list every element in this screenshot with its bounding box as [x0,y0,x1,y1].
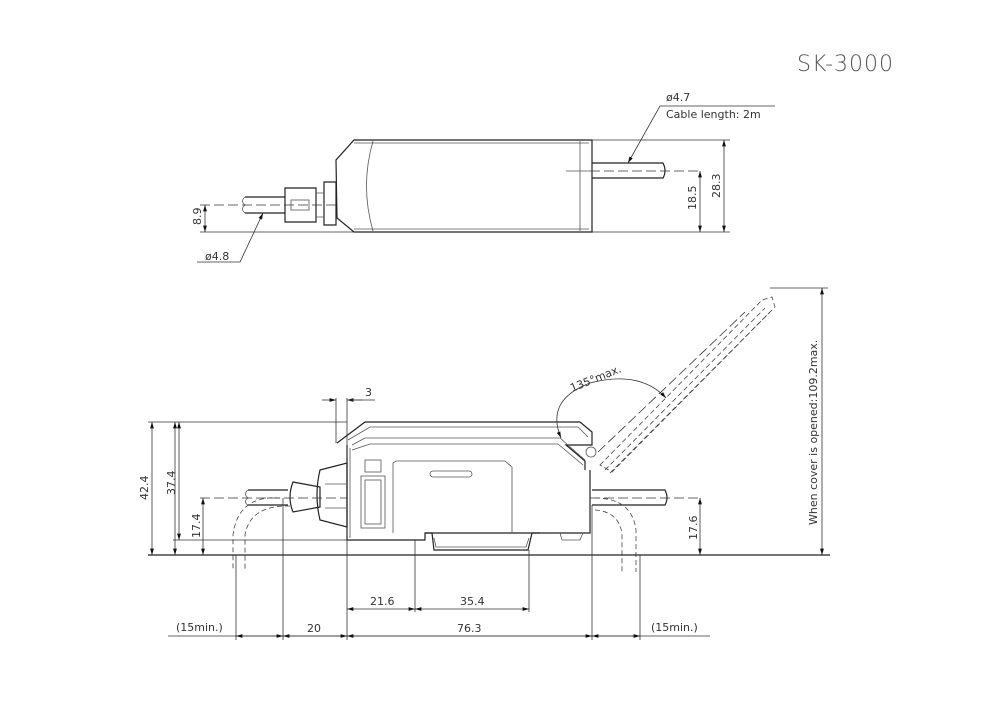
dim-76-3: 76.3 [457,622,482,635]
side-view: 135°max. 42.4 37.4 17.4 17.6 When cover … [138,287,830,640]
dim-8-9: 8.9 [191,208,204,226]
dim-42-4: 42.4 [138,476,151,501]
dim-dia-4-7: ø4.7 [666,91,690,104]
dim-opened-height: When cover is opened:109.2max. [807,340,820,525]
dim-right-15min: (15min.) [651,621,698,634]
dim-21-6: 21.6 [370,595,395,608]
dim-3: 3 [365,386,372,399]
dim-left-15min: (15min.) [176,621,223,634]
cable-length-label: Cable length: 2m [666,108,761,121]
dim-28-3: 28.3 [710,174,723,199]
top-view: 8.9 ø4.8 18.5 28.3 ø4.7 Cable length: 2m [191,91,775,263]
dim-17-4: 17.4 [190,514,203,539]
dim-37-4: 37.4 [165,471,178,496]
dim-20: 20 [307,622,321,635]
dim-18-5: 18.5 [686,186,699,211]
model-title: SK-3000 [797,52,894,77]
dim-35-4: 35.4 [460,595,485,608]
dim-17-6: 17.6 [687,516,700,541]
dim-dia-4-8: ø4.8 [205,250,229,263]
